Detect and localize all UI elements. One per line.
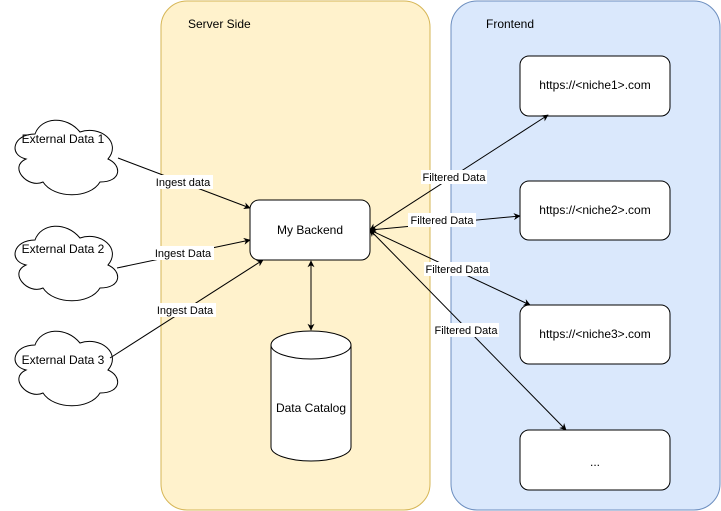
filtered-label-1: Filtered Data bbox=[423, 172, 487, 184]
data-catalog-label: Data Catalog bbox=[276, 401, 346, 415]
external-data-2-cloud: External Data 2 bbox=[14, 225, 118, 302]
ingest-label-3: Ingest Data bbox=[157, 305, 214, 317]
external-data-2-label: External Data 2 bbox=[22, 242, 105, 256]
filtered-label-2: Filtered Data bbox=[411, 215, 475, 227]
site-label-4: ... bbox=[590, 455, 600, 469]
site-label-2: https://<niche2>.com bbox=[539, 203, 650, 217]
site-node-1 bbox=[519, 55, 671, 117]
filtered-label-4: Filtered Data bbox=[435, 325, 499, 337]
ingest-label-1: Ingest data bbox=[156, 177, 211, 189]
external-data-3-label: External Data 3 bbox=[22, 353, 105, 367]
external-data-1-label: External Data 1 bbox=[22, 132, 105, 146]
site-node-4 bbox=[519, 429, 671, 491]
ingest-label-2: Ingest Data bbox=[155, 248, 212, 260]
data-catalog-cylinder bbox=[270, 330, 352, 462]
external-data-3-cloud: External Data 3 bbox=[14, 330, 118, 407]
site-label-1: https://<niche1>.com bbox=[539, 78, 650, 92]
external-data-1-cloud: External Data 1 bbox=[14, 119, 118, 196]
frontend-title: Frontend bbox=[486, 17, 534, 31]
my-backend-label: My Backend bbox=[277, 223, 343, 237]
filtered-label-3: Filtered Data bbox=[426, 264, 490, 276]
site-label-3: https://<niche3>.com bbox=[539, 327, 650, 341]
server-side-title: Server Side bbox=[188, 17, 251, 31]
